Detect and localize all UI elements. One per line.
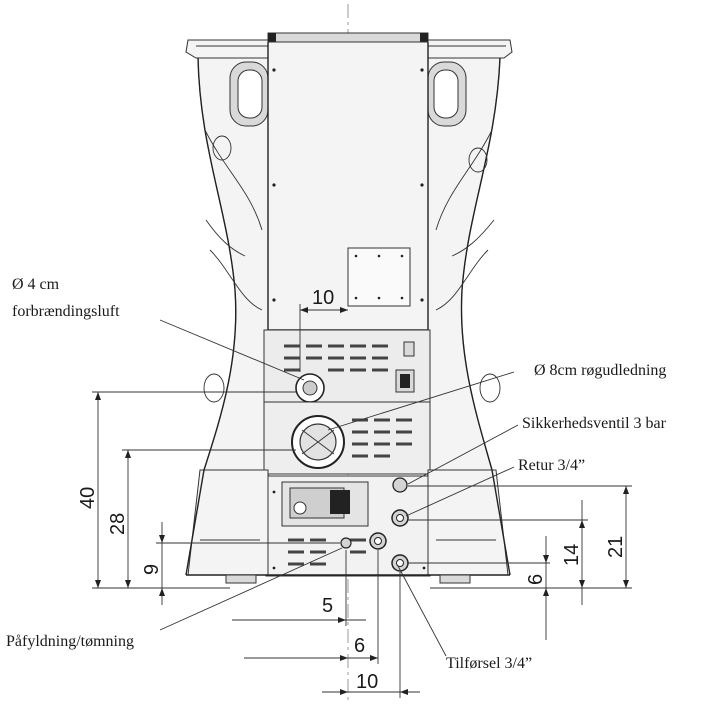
label-flue-outlet: Ø 8cm røgudledning xyxy=(534,362,666,379)
dim-air-offset xyxy=(299,304,348,372)
leader-fill-drain xyxy=(159,547,343,631)
dim-horiz-return-value: 6 xyxy=(354,635,365,657)
dim-height-fill-value: 9 xyxy=(141,564,163,575)
label-return: Retur 3/4” xyxy=(518,457,585,474)
dim-height-return xyxy=(408,485,632,589)
stove-left-side-panel xyxy=(197,57,269,471)
label-combustion-air: forbrændingsluft xyxy=(12,303,120,320)
dim-height-air-value: 40 xyxy=(77,487,99,509)
stove-back-panel xyxy=(267,41,429,575)
dim-height-valve-value: 14 xyxy=(561,544,583,566)
stove-flue-section xyxy=(263,401,431,475)
stove-hydraulic-section xyxy=(265,475,431,577)
dim-height-air xyxy=(92,391,296,589)
stove-upper-vent-section xyxy=(263,329,431,410)
safety-valve xyxy=(392,477,408,493)
dim-height-supply-value: 6 xyxy=(525,574,547,585)
dim-height-flue xyxy=(122,449,296,588)
dim-height-valve xyxy=(408,500,588,605)
stove-base xyxy=(185,469,511,584)
inspection-plate xyxy=(347,247,411,307)
label-fill-drain: Påfyldning/tømning xyxy=(6,633,134,650)
dim-horiz-supply xyxy=(322,572,420,698)
dim-horiz-fill xyxy=(232,550,366,626)
fill-drain-connection xyxy=(340,537,352,549)
label-combustion-air-size: Ø 4 cm xyxy=(12,276,60,293)
leader-safety-valve xyxy=(407,424,519,485)
dim-air-offset-value: 10 xyxy=(312,287,334,309)
leader-supply xyxy=(397,565,447,657)
dim-horiz-supply-value: 10 xyxy=(356,671,378,693)
dim-height-supply xyxy=(408,536,550,640)
leader-combustion-air xyxy=(159,319,305,381)
leader-return xyxy=(405,466,515,517)
dim-height-flue-value: 28 xyxy=(107,513,129,535)
dim-height-fill xyxy=(156,522,340,605)
dim-horiz-fill-value: 5 xyxy=(322,595,333,617)
dim-horiz-return xyxy=(244,550,379,664)
leader-flue-outlet xyxy=(327,371,515,431)
label-supply: Tilførsel 3/4” xyxy=(446,655,532,672)
label-safety-valve: Sikkerhedsventil 3 bar xyxy=(522,415,667,432)
dim-height-return-value: 21 xyxy=(605,536,627,558)
stove-right-side-panel xyxy=(427,57,501,471)
